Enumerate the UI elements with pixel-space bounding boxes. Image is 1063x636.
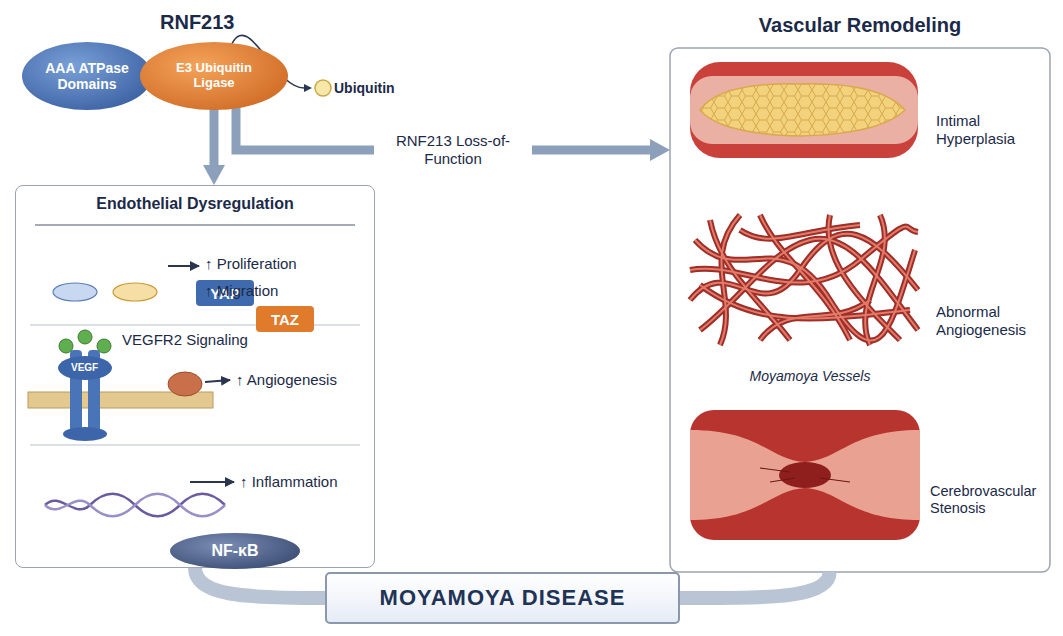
- vessel-lumen: [690, 430, 920, 520]
- protein-oval: NF-κB: [170, 533, 300, 569]
- thrombus: [779, 462, 831, 488]
- label-text: Cerebrovascular Stenosis: [930, 483, 1048, 518]
- label-text: VEGF: [71, 362, 98, 374]
- ligand-symbol: [59, 339, 73, 353]
- label-text: Abnormal Angiogenesis: [936, 303, 1044, 339]
- node-text: AAA ATPase Domains: [36, 60, 138, 92]
- node-text: Endothelial Dysregulation: [96, 195, 293, 213]
- node-text: NF-κB: [211, 542, 258, 560]
- node-text: TAZ: [271, 311, 299, 328]
- edge-label: RNF213 Loss-of-Function: [374, 130, 532, 170]
- label-text: VEGFR2 Signaling: [122, 331, 248, 349]
- divider: [35, 224, 355, 225]
- vessel-network: [690, 215, 918, 345]
- protein-symbol: [113, 283, 157, 301]
- plaque: [700, 84, 905, 136]
- node-text: Vascular Remodeling: [759, 14, 961, 37]
- connector-arrow: [680, 572, 830, 598]
- node-text: MOYAMOYA DISEASE: [380, 585, 626, 611]
- panel-frame: [670, 48, 1050, 572]
- receptor-symbol: [58, 356, 112, 380]
- connector-arrow: [195, 568, 325, 598]
- node-text: Ubiquitin: [334, 80, 395, 96]
- connector-arrow: [210, 108, 219, 165]
- label-text: RNF213: [160, 10, 234, 34]
- leader-arrow: [205, 380, 230, 382]
- protein-box: TAZ: [256, 306, 314, 332]
- ligand-symbol: [97, 339, 111, 353]
- leader-arrow: [168, 265, 199, 267]
- vessel-lumen: [690, 76, 918, 144]
- dna-strand: [45, 494, 225, 517]
- divider: [30, 445, 360, 446]
- label-text: ↑ Inflammation: [240, 473, 338, 491]
- ubiquitin-symbol: [315, 80, 331, 96]
- domain-oval: AAA ATPase Domains: [22, 42, 152, 110]
- vessel-wall: [690, 62, 918, 158]
- ligand-symbol: [78, 330, 92, 344]
- plaque-cells: [700, 84, 905, 136]
- label-text: Intimal Hyperplasia: [936, 112, 1040, 148]
- receptor-symbol: [63, 427, 107, 441]
- protein-symbol: [53, 283, 97, 301]
- node-text: E3 Ubiquitin Ligase: [154, 61, 274, 91]
- label-text: ↑ Migration: [205, 282, 278, 300]
- vessel-network: [690, 215, 918, 345]
- vessel-wall: [690, 410, 920, 540]
- kinase-symbol: [168, 372, 202, 396]
- dna-strand: [45, 494, 225, 517]
- ubiquitin-label: Ubiquitin: [312, 77, 404, 99]
- leader-arrow: [190, 481, 234, 483]
- label-text: ↑ Angiogenesis: [236, 371, 337, 389]
- outcome-box: MOYAMOYA DISEASE: [325, 572, 680, 624]
- fibrin-lines: [760, 468, 850, 482]
- label-text: ↑ Proliferation: [205, 255, 297, 273]
- domain-oval: E3 Ubiquitin Ligase: [140, 42, 288, 110]
- label-text: Moyamoya Vessels: [735, 368, 885, 385]
